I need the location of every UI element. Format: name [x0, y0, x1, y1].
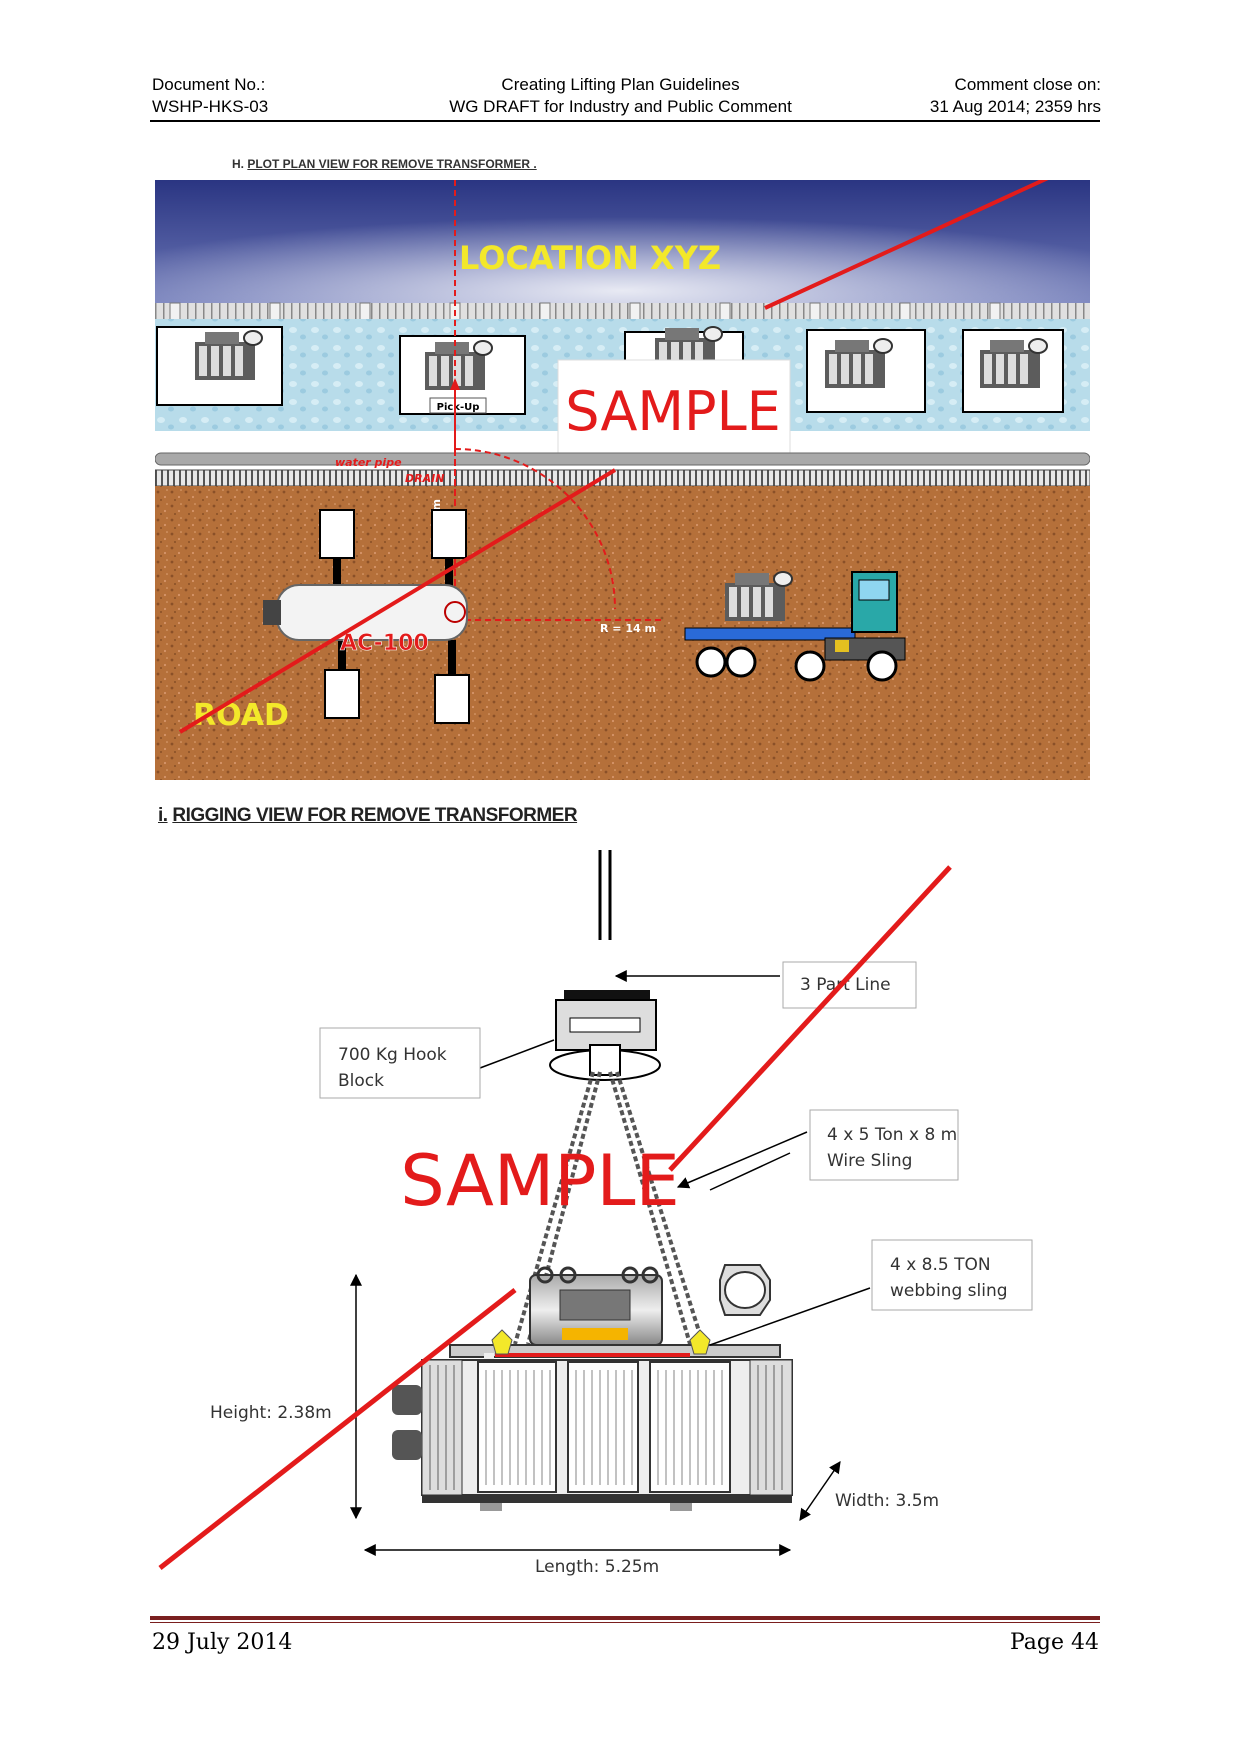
location-label: LOCATION XYZ: [459, 239, 721, 277]
length-label: Length: 5.25m: [535, 1557, 659, 1577]
header-left: Document No.: WSHP-HKS-03: [152, 74, 268, 118]
radius-horizontal-label: R = 14 m: [600, 622, 656, 635]
webbing-label-2: webbing sling: [890, 1281, 1008, 1301]
hook-block-label-1: 700 Kg Hook: [338, 1045, 447, 1065]
transformer-bay-5: [962, 329, 1064, 413]
drain-label: DRAIN: [405, 472, 444, 485]
transformer-bay-4: [806, 329, 926, 413]
rigging-figure: 3 Part Line 700 Kg Hook Block SAMPLE 4 x…: [158, 850, 1033, 1577]
part-line-label: 3 Part Line: [800, 975, 891, 995]
comment-date: 31 Aug 2014; 2359 hrs: [929, 97, 1101, 116]
transformer-unit: [392, 1264, 793, 1511]
section-i-heading: i. RIGGING VIEW FOR REMOVE TRANSFORMER: [158, 805, 578, 827]
footer-page: Page 44: [1009, 1630, 1099, 1655]
doc-subtitle: WG DRAFT for Industry and Public Comment: [449, 97, 792, 116]
height-label: Height: 2.38m: [210, 1403, 332, 1423]
width-label: Width: 3.5m: [835, 1491, 939, 1511]
doc-no: WSHP-HKS-03: [152, 97, 269, 116]
doc-no-label: Document No.:: [152, 75, 266, 94]
footer-rule-thin: [150, 1622, 1100, 1623]
comment-label: Comment close on:: [954, 75, 1101, 94]
header-rule: [150, 120, 1100, 122]
section-h-prefix: H.: [232, 157, 244, 171]
wire-sling-label-2: Wire Sling: [827, 1151, 912, 1171]
pickup-label: Pick-Up: [437, 402, 480, 413]
crane-ac100: AC-100: [263, 509, 470, 724]
section-i-title: RIGGING VIEW FOR REMOVE TRANSFORMER: [172, 805, 578, 826]
doc-title: Creating Lifting Plan Guidelines: [501, 75, 740, 94]
watermark-sample-2: SAMPLE: [400, 1140, 679, 1222]
wire-sling-label-1: 4 x 5 Ton x 8 m: [827, 1125, 957, 1145]
section-h-heading: H. PLOT PLAN VIEW FOR REMOVE TRANSFORMER…: [232, 157, 537, 171]
hook-block-label-2: Block: [338, 1071, 384, 1091]
section-h-title: PLOT PLAN VIEW FOR REMOVE TRANSFORMER .: [247, 157, 537, 171]
plot-plan-figure: LOCATION XYZ Pick-Up SAMPLE water pipe: [155, 180, 1090, 780]
watermark-sample-1: SAMPLE: [565, 380, 781, 443]
transport-truck: [684, 571, 906, 682]
hook-block: [549, 990, 661, 1081]
water-pipe-label: water pipe: [335, 456, 402, 469]
transformer-bay-2: Pick-Up: [399, 335, 526, 415]
section-i-prefix: i.: [158, 805, 168, 826]
footer-rule: [150, 1616, 1100, 1620]
transformer-bay-1: [156, 326, 283, 406]
webbing-label-1: 4 x 8.5 TON: [890, 1255, 991, 1275]
header-center: Creating Lifting Plan Guidelines WG DRAF…: [0, 74, 1241, 118]
crane-label: AC-100: [340, 631, 429, 656]
header-right: Comment close on: 31 Aug 2014; 2359 hrs: [930, 74, 1101, 118]
footer-date: 29 July 2014: [152, 1630, 293, 1655]
